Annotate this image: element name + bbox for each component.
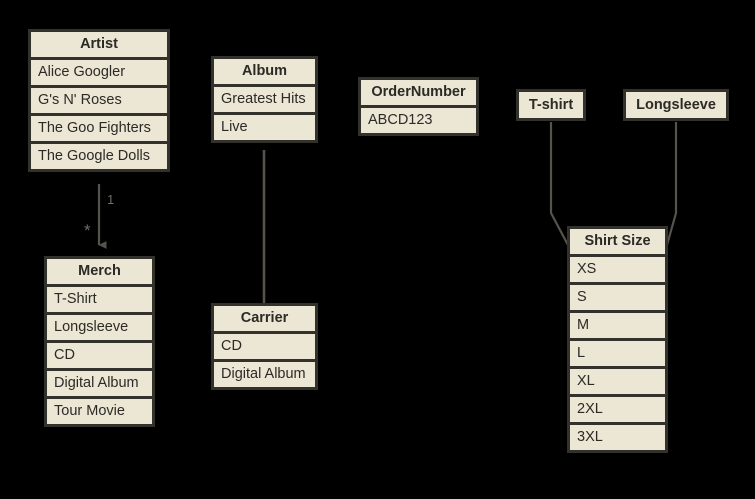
entity-ordernumber[interactable]: OrderNumber ABCD123 <box>358 77 479 136</box>
entity-shirtsize-row-2[interactable]: M <box>570 313 665 338</box>
entity-shirtsize-row-4[interactable]: XL <box>570 369 665 394</box>
entity-tshirt[interactable]: T-shirt <box>516 89 586 121</box>
entity-artist-row-3[interactable]: The Google Dolls <box>31 144 167 169</box>
entity-ordernumber-header: OrderNumber <box>361 80 476 105</box>
entity-carrier-row-1[interactable]: Digital Album <box>214 362 315 387</box>
entity-carrier[interactable]: Carrier CD Digital Album <box>211 303 318 390</box>
cardinality-one-label: 1 <box>107 192 115 207</box>
entity-artist-row-2[interactable]: The Goo Fighters <box>31 116 167 141</box>
entity-merch[interactable]: Merch T-Shirt Longsleeve CD Digital Albu… <box>44 256 155 427</box>
entity-merch-row-4[interactable]: Tour Movie <box>47 399 152 424</box>
entity-artist-row-0[interactable]: Alice Googler <box>31 60 167 85</box>
entity-artist-row-1[interactable]: G's N' Roses <box>31 88 167 113</box>
connector-tshirt-shirtsize <box>549 122 569 246</box>
entity-merch-row-1[interactable]: Longsleeve <box>47 315 152 340</box>
entity-carrier-header: Carrier <box>214 306 315 331</box>
entity-album-row-1[interactable]: Live <box>214 115 315 140</box>
entity-merch-row-2[interactable]: CD <box>47 343 152 368</box>
entity-shirtsize[interactable]: Shirt Size XS S M L XL 2XL 3XL <box>567 226 668 453</box>
entity-shirtsize-row-0[interactable]: XS <box>570 257 665 282</box>
entity-tshirt-header: T-shirt <box>519 92 583 118</box>
entity-album[interactable]: Album Greatest Hits Live <box>211 56 318 143</box>
entity-carrier-row-0[interactable]: CD <box>214 334 315 359</box>
entity-artist-header: Artist <box>31 32 167 57</box>
connector-longsleeve-shirtsize <box>665 122 678 246</box>
entity-album-row-0[interactable]: Greatest Hits <box>214 87 315 112</box>
entity-longsleeve-header: Longsleeve <box>626 92 726 118</box>
entity-merch-row-0[interactable]: T-Shirt <box>47 287 152 312</box>
entity-shirtsize-row-5[interactable]: 2XL <box>570 397 665 422</box>
entity-ordernumber-row-0[interactable]: ABCD123 <box>361 108 476 133</box>
entity-merch-row-3[interactable]: Digital Album <box>47 371 152 396</box>
entity-shirtsize-header: Shirt Size <box>570 229 665 254</box>
entity-shirtsize-row-1[interactable]: S <box>570 285 665 310</box>
entity-longsleeve[interactable]: Longsleeve <box>623 89 729 121</box>
entity-shirtsize-row-3[interactable]: L <box>570 341 665 366</box>
entity-album-header: Album <box>214 59 315 84</box>
cardinality-many-label: * <box>84 221 91 240</box>
entity-artist[interactable]: Artist Alice Googler G's N' Roses The Go… <box>28 29 170 172</box>
entity-shirtsize-row-6[interactable]: 3XL <box>570 425 665 450</box>
entity-merch-header: Merch <box>47 259 152 284</box>
